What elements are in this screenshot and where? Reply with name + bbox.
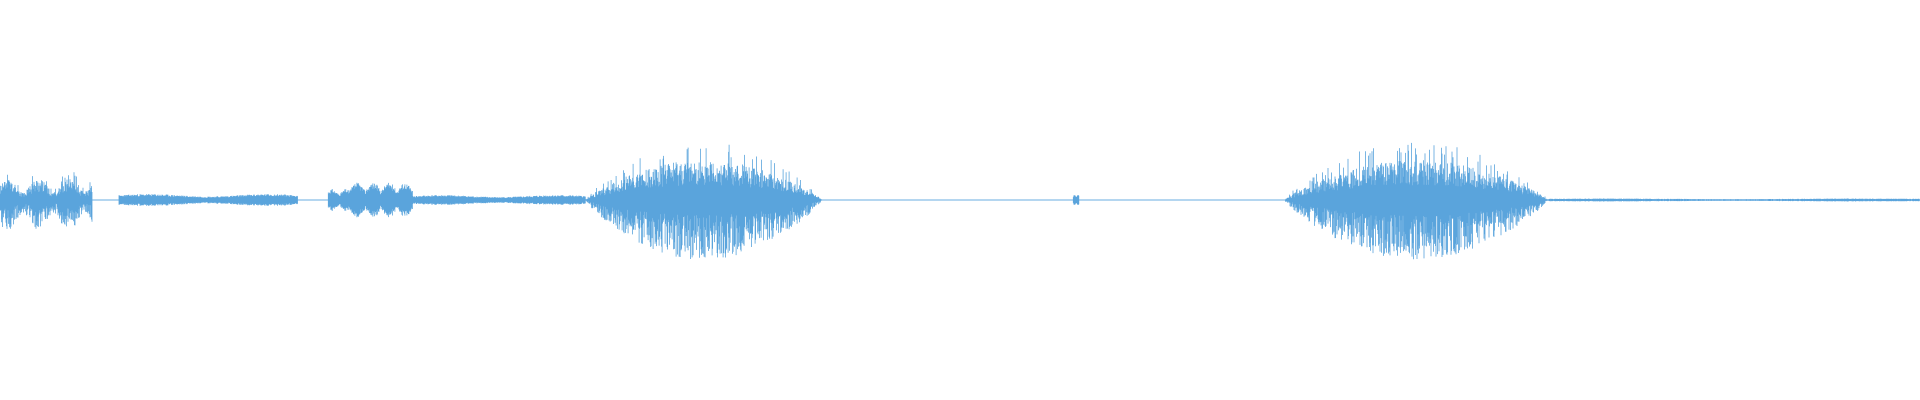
waveform-bars	[0, 142, 1920, 260]
waveform-path	[0, 142, 1920, 260]
